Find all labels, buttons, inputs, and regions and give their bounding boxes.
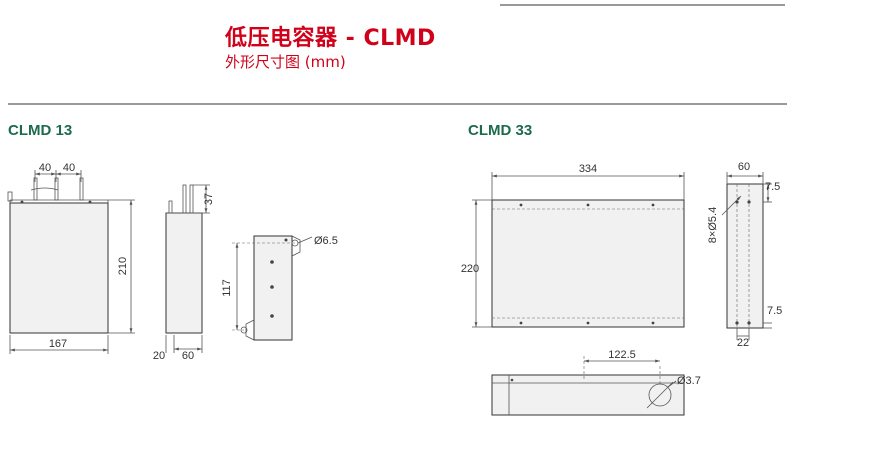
clmd13-dim-37: 37 <box>203 193 215 205</box>
clmd13-hole-diameter: Ø6.5 <box>314 235 338 247</box>
clmd13-front-view <box>7 170 135 354</box>
clmd33-terminal-hole: Ø3.7 <box>677 375 701 387</box>
clmd33-dim-7-5-bottom: 7.5 <box>767 305 782 317</box>
clmd13-dim-210: 210 <box>117 257 129 275</box>
clmd13-dim-117: 117 <box>221 279 233 297</box>
clmd33-dim-22: 22 <box>737 337 749 349</box>
clmd13-dim-167: 167 <box>49 338 67 350</box>
clmd33-dim-220: 220 <box>461 263 479 275</box>
clmd33-dim-60: 60 <box>738 161 750 173</box>
clmd33-dim-334: 334 <box>579 163 597 175</box>
clmd33-front-view <box>472 172 685 328</box>
clmd13-dim-40a: 40 <box>39 162 51 174</box>
model-label-clmd13: CLMD 13 <box>8 122 73 139</box>
clmd33-dim-7-5-top: 7.5 <box>765 181 780 193</box>
clmd13-dim-60: 60 <box>182 350 194 362</box>
model-label-clmd33: CLMD 33 <box>468 122 533 139</box>
clmd33-top-view <box>491 356 685 416</box>
clmd13-side-view <box>165 184 210 353</box>
clmd13-mounting-bracket <box>232 235 313 341</box>
clmd33-holes-spec: 8×Ø5.4 <box>707 207 719 243</box>
clmd13-dim-20: 20 <box>153 350 165 362</box>
page-subtitle: 外形尺寸图 (mm) <box>225 53 346 71</box>
clmd13-dim-40b: 40 <box>63 162 75 174</box>
clmd33-side-view <box>721 172 772 340</box>
page-title: 低压电容器 - CLMD <box>225 26 436 51</box>
clmd33-dim-122-5: 122.5 <box>608 349 636 361</box>
